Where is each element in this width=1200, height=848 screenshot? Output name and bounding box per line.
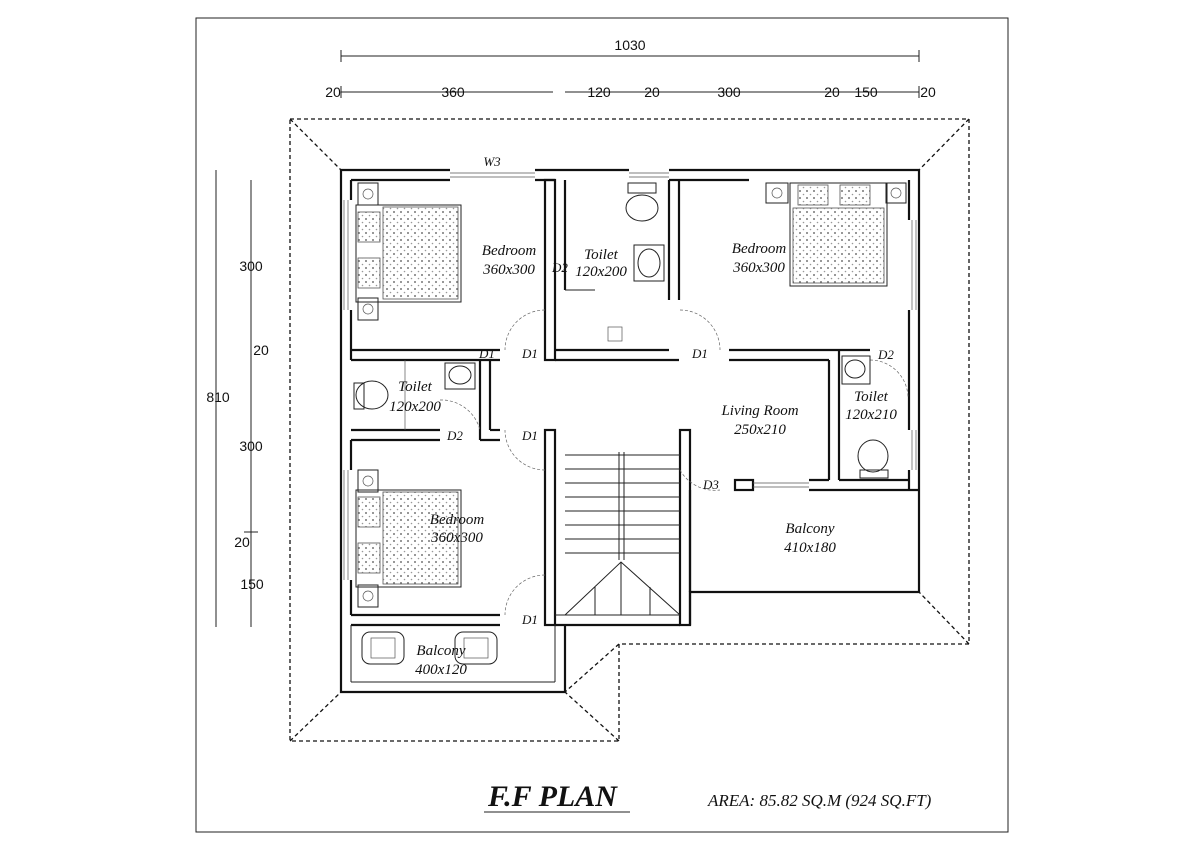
dim-top-bedroom-left: 360 bbox=[441, 84, 465, 100]
door-label-d1: D1 bbox=[521, 428, 538, 443]
walls bbox=[339, 168, 921, 694]
chair-icon bbox=[454, 631, 498, 665]
room-balcony-right-name: Balcony bbox=[785, 521, 834, 537]
bed-icon bbox=[765, 182, 907, 287]
plan-title: F.F PLAN bbox=[487, 780, 618, 813]
overall-width-dimension: 1030 bbox=[614, 37, 645, 53]
room-bedroom-bottom-left-size: 360x300 bbox=[430, 530, 483, 546]
door-label-d1: D1 bbox=[521, 346, 538, 361]
room-bedroom-bottom-left-name: Bedroom bbox=[430, 512, 485, 528]
door-label-d1: D1 bbox=[691, 346, 708, 361]
door-label-d1: D1 bbox=[478, 346, 495, 361]
dim-top-toilet: 120 bbox=[587, 84, 611, 100]
top-dimensions bbox=[340, 50, 920, 98]
room-toilet-right-name: Toilet bbox=[854, 389, 888, 405]
dim-left-wall: 20 bbox=[253, 342, 269, 358]
left-dimensions bbox=[215, 170, 258, 627]
door-label-d1: D1 bbox=[521, 612, 538, 627]
bed-icon bbox=[355, 469, 462, 608]
plan-area: AREA: 85.82 SQ.M (924 SQ.FT) bbox=[707, 791, 932, 810]
chair-icon bbox=[361, 631, 405, 665]
room-toilet-left-size: 120x200 bbox=[389, 399, 441, 415]
window-label-w3: W3 bbox=[483, 154, 501, 169]
dim-left-wall-lower: 20 bbox=[234, 534, 250, 550]
room-bedroom-top-left-size: 360x300 bbox=[482, 262, 535, 278]
windows bbox=[343, 172, 917, 580]
dim-top-wall-end: 20 bbox=[920, 84, 936, 100]
room-living-size: 250x210 bbox=[734, 422, 786, 438]
bed-icon bbox=[355, 182, 462, 321]
door-label-d2: D2 bbox=[446, 428, 463, 443]
room-bedroom-top-left-name: Bedroom bbox=[482, 243, 537, 259]
door-label-d2: D2 bbox=[551, 260, 568, 275]
dim-left-balcony: 150 bbox=[240, 576, 264, 592]
dim-left-bedroom-top: 300 bbox=[239, 258, 263, 274]
door-swings bbox=[439, 309, 909, 616]
dim-left-bedroom-bottom: 300 bbox=[239, 438, 263, 454]
staircase bbox=[564, 452, 681, 616]
dim-top-bedroom-right: 300 bbox=[717, 84, 741, 100]
toilet-fixtures bbox=[353, 182, 889, 479]
room-balcony-bottom-size: 400x120 bbox=[415, 662, 467, 678]
room-toilet-right-size: 120x210 bbox=[845, 407, 897, 423]
room-toilet-top-name: Toilet bbox=[584, 247, 618, 263]
room-toilet-left-name: Toilet bbox=[398, 379, 432, 395]
dim-top-wall-mid: 20 bbox=[644, 84, 660, 100]
dim-top-wall-right: 20 bbox=[824, 84, 840, 100]
door-label-d2: D2 bbox=[877, 347, 894, 362]
room-bedroom-top-right-size: 360x300 bbox=[732, 260, 785, 276]
room-toilet-top-size: 120x200 bbox=[575, 264, 627, 280]
dim-top-wall-left: 20 bbox=[325, 84, 341, 100]
dim-top-toilet-right: 150 bbox=[854, 84, 878, 100]
room-bedroom-top-right-name: Bedroom bbox=[732, 241, 787, 257]
sheet-border bbox=[195, 17, 1009, 833]
overall-height-dimension: 810 bbox=[206, 389, 230, 405]
door-label-d3: D3 bbox=[702, 477, 719, 492]
roof-outline bbox=[289, 118, 970, 742]
room-balcony-bottom-name: Balcony bbox=[416, 643, 465, 659]
room-living-name: Living Room bbox=[720, 403, 798, 419]
room-balcony-right-size: 410x180 bbox=[784, 540, 836, 556]
